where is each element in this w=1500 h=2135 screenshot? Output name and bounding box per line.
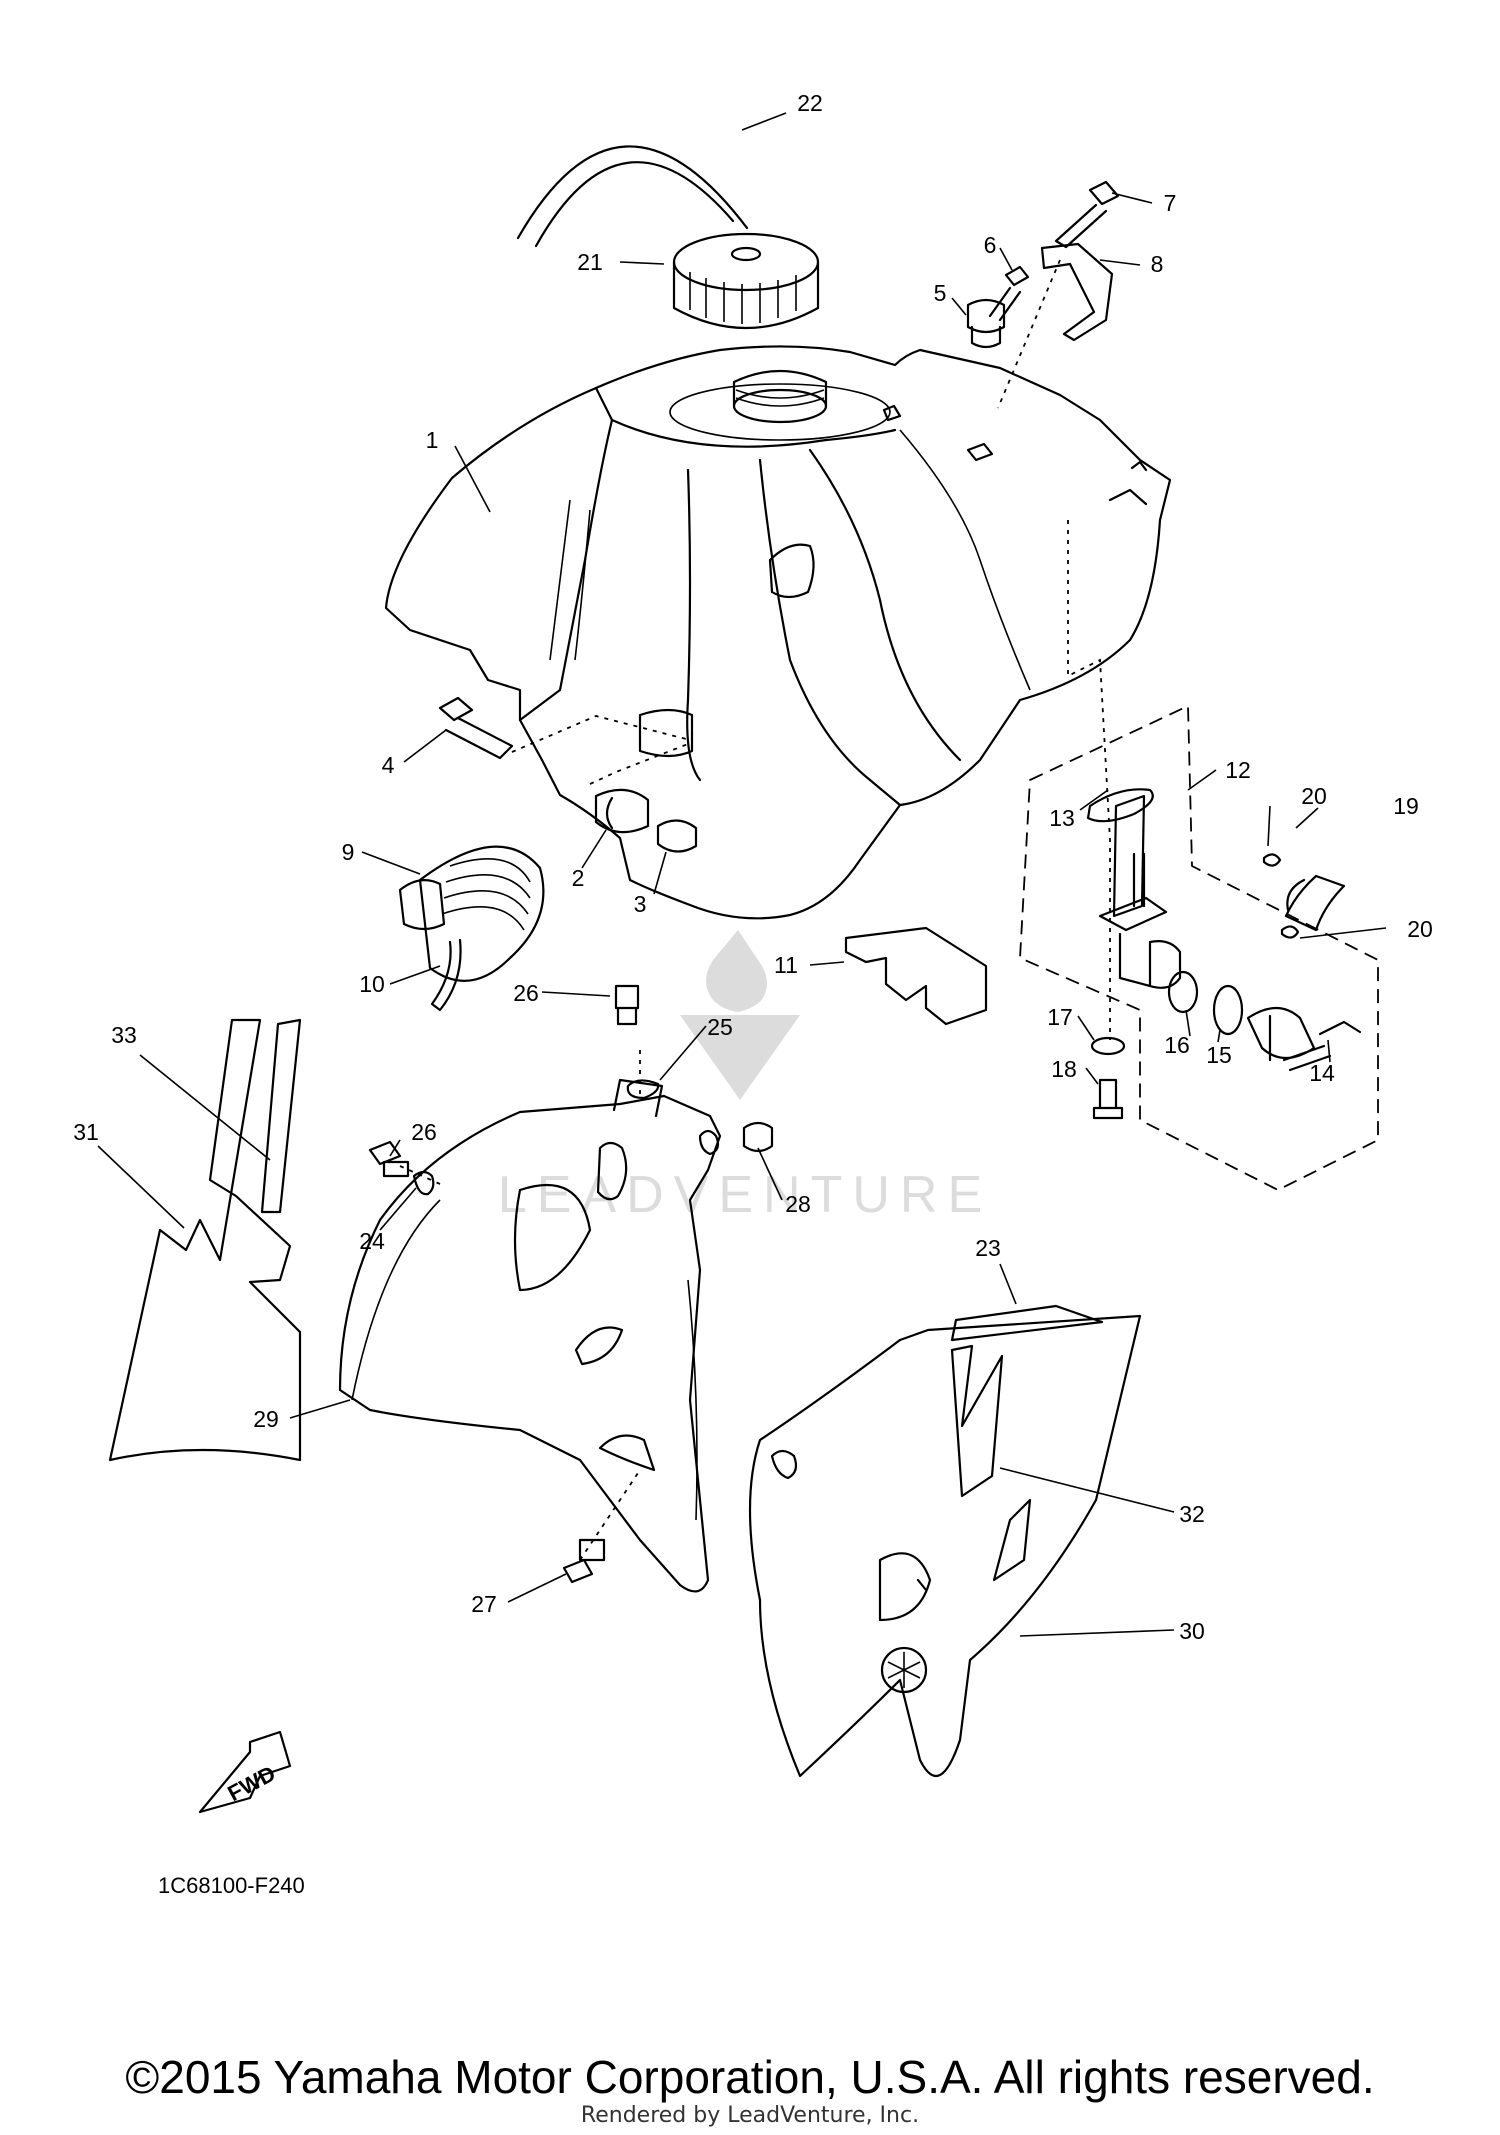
callout-8: 8 — [1151, 251, 1164, 277]
tank-damper — [594, 788, 650, 834]
right-side-cover — [748, 1304, 1142, 1778]
left-side-cover — [338, 1078, 722, 1593]
callout-22: 22 — [797, 90, 823, 116]
drawing-code: 1C68100-F240 — [158, 1873, 305, 1898]
fuel-cock-washer — [1090, 1036, 1126, 1056]
fwd-arrow: FWD — [198, 1730, 292, 1814]
hose-clip — [1262, 853, 1282, 867]
callout-18: 18 — [1051, 1056, 1077, 1082]
callout-26-lower: 26 — [411, 1119, 437, 1145]
rubber-grommet — [412, 1170, 435, 1196]
callout-15: 15 — [1206, 1042, 1232, 1068]
side-cover-damper — [742, 1121, 774, 1153]
callout-9: 9 — [342, 839, 355, 865]
fuel-cock-protector — [844, 926, 988, 1026]
fuel-cock-body — [1098, 794, 1182, 989]
callout-23: 23 — [975, 1235, 1001, 1261]
callout-32: 32 — [1179, 1501, 1205, 1527]
callout-25: 25 — [707, 1014, 733, 1040]
fuel-cock-pickup-tube — [1132, 852, 1146, 908]
callout-13: 13 — [1049, 805, 1075, 831]
callout-31: 31 — [73, 1119, 99, 1145]
fuel-cock-lever — [1246, 1006, 1316, 1062]
callouts: 1 2 3 4 5 6 7 8 9 10 11 12 13 14 15 16 1… — [73, 90, 1433, 1644]
leadventure-watermark: LEADVENTURE — [498, 930, 992, 1224]
callout-6: 6 — [984, 232, 997, 258]
side-cover-guide-line — [399, 1050, 641, 1561]
fuel-cock-guide-line — [1067, 520, 1111, 1040]
damper — [966, 298, 1006, 349]
callout-16: 16 — [1164, 1032, 1190, 1058]
callout-5: 5 — [934, 280, 947, 306]
hose-clip-lower — [1280, 925, 1300, 939]
tank-graphic — [108, 1018, 302, 1462]
rendered-by-notice: Rendered by LeadVenture, Inc. — [580, 2103, 920, 2128]
damper-guide-line — [589, 743, 689, 785]
callout-1: 1 — [426, 427, 439, 453]
callout-19: 19 — [1393, 793, 1419, 819]
callout-14: 14 — [1309, 1060, 1335, 1086]
callout-3: 3 — [634, 891, 647, 917]
fuel-tank — [384, 345, 1172, 920]
side-cover-bolt-lower — [562, 1538, 606, 1584]
side-cover-bolt-upper — [614, 984, 640, 1026]
bolt — [1054, 180, 1120, 249]
fuel-cock-drain-screw — [1092, 1078, 1124, 1120]
tank-collar — [656, 819, 698, 853]
callout-20-lower: 20 — [1407, 916, 1433, 942]
callout-29: 29 — [253, 1406, 279, 1432]
callout-28: 28 — [785, 1191, 811, 1217]
callout-26-upper: 26 — [513, 980, 539, 1006]
breather-hose — [516, 145, 749, 248]
screw — [988, 265, 1030, 322]
callout-17: 17 — [1047, 1004, 1073, 1030]
fuel-cock-o-ring — [1212, 984, 1244, 1036]
callout-20-upper: 20 — [1301, 783, 1327, 809]
callout-30: 30 — [1179, 1618, 1205, 1644]
callout-27: 27 — [471, 1591, 497, 1617]
callout-2: 2 — [572, 865, 585, 891]
callout-7: 7 — [1164, 190, 1177, 216]
tank-bolt — [438, 696, 514, 760]
watermark-text: LEADVENTURE — [498, 1166, 992, 1224]
fwd-label: FWD — [223, 1761, 279, 1807]
callout-12: 12 — [1225, 757, 1251, 783]
callout-4: 4 — [382, 752, 395, 778]
fuel-cock-wave-washer — [1167, 970, 1199, 1014]
callout-21: 21 — [577, 249, 603, 275]
leader-lines — [97, 112, 1387, 1637]
tank-bolt-guide-line — [511, 715, 691, 753]
bracket — [1040, 242, 1114, 342]
fuel-hose — [1284, 874, 1346, 932]
callout-24: 24 — [359, 1228, 385, 1254]
fuel-cock-gasket — [1086, 788, 1154, 823]
callout-10: 10 — [359, 971, 385, 997]
copyright-notice: ©2015 Yamaha Motor Corporation, U.S.A. A… — [125, 2051, 1375, 2103]
side-cover-bolt-left — [368, 1140, 410, 1178]
fuel-strainer — [398, 845, 545, 1012]
fuel-cock-assembly-outline — [1019, 704, 1379, 1192]
tank-graphic-strip — [260, 1018, 302, 1214]
callout-11: 11 — [774, 952, 798, 978]
callout-33: 33 — [111, 1022, 137, 1048]
fuel-cap — [672, 232, 820, 329]
bracket-guide-line — [997, 259, 1061, 409]
